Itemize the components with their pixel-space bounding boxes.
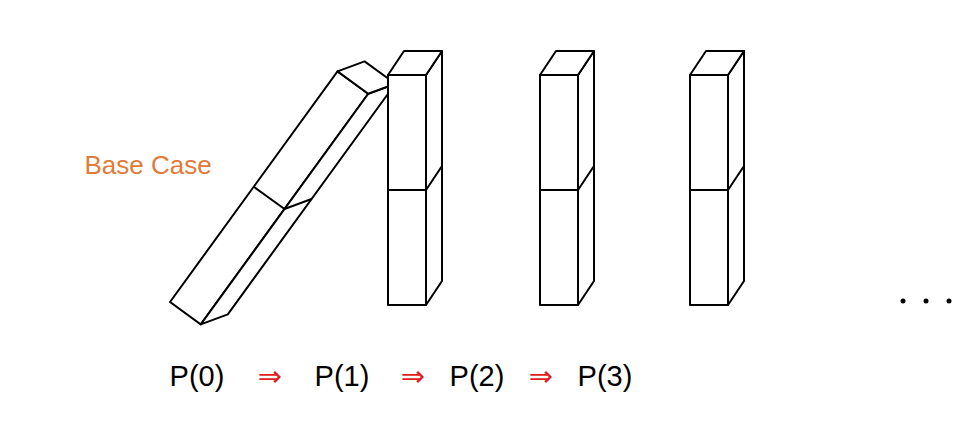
domino-top (540, 51, 594, 75)
domino-top (388, 51, 442, 75)
fallen-domino (170, 52, 395, 334)
proposition-label: P(3) (578, 361, 633, 393)
standing-domino (388, 51, 442, 305)
proposition-label: P(2) (450, 361, 505, 393)
implication-arrow: ⇒ (401, 361, 425, 393)
base-case-label: Base Case (84, 151, 211, 180)
standing-domino (690, 51, 744, 305)
dot (924, 299, 929, 304)
dot (947, 299, 952, 304)
domino-side (201, 74, 396, 333)
proposition-label: P(0) (170, 361, 225, 393)
domino-divider (690, 166, 744, 190)
domino-divider (254, 167, 312, 218)
domino-top (338, 52, 396, 103)
domino-divider (540, 166, 594, 190)
domino-front (170, 71, 368, 324)
domino-top (690, 51, 744, 75)
implication-arrow: ⇒ (529, 361, 553, 393)
implication-arrow: ⇒ (258, 361, 282, 393)
dot (901, 299, 906, 304)
standing-domino (540, 51, 594, 305)
proposition-label: P(1) (315, 361, 370, 393)
domino-divider (388, 166, 442, 190)
continuation-dots (901, 299, 952, 304)
